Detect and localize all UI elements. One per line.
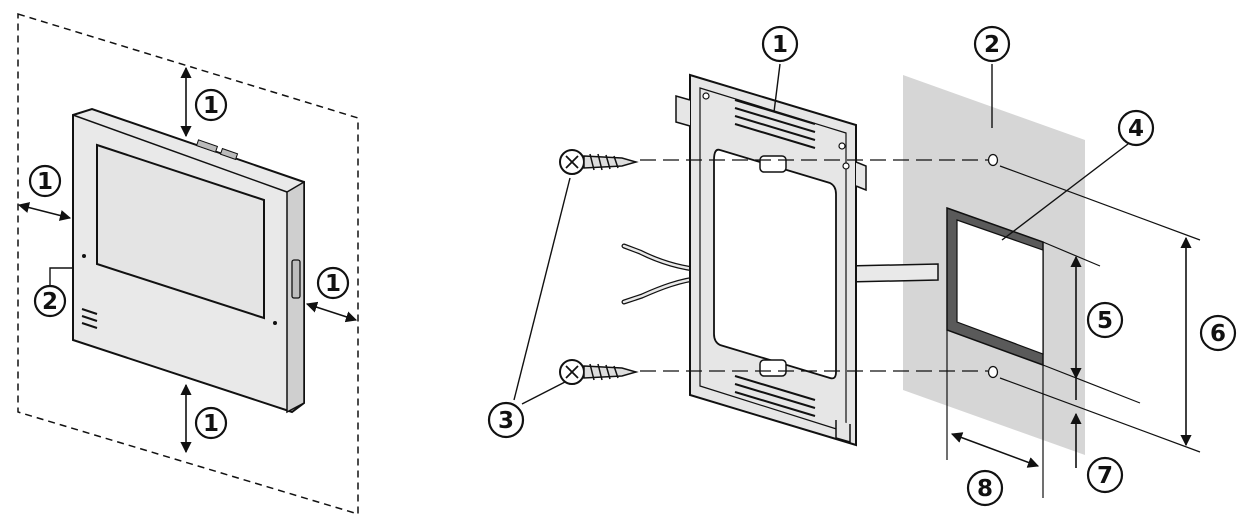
monitor-screen <box>96 143 265 320</box>
clearance-boundary <box>17 12 359 516</box>
svg-text:1: 1 <box>203 93 219 119</box>
callout-left-bottom: 1 <box>194 406 228 440</box>
screw-top <box>559 149 639 175</box>
callout-left-left: 1 <box>28 164 62 198</box>
arrow-right-clearance <box>305 301 358 323</box>
callout-right-hole-spacing: 6 <box>1199 314 1237 352</box>
callout-left-right: 1 <box>316 266 350 300</box>
callout-right-opening-height: 5 <box>1086 301 1124 339</box>
screw-bottom <box>559 359 639 385</box>
svg-text:3: 3 <box>498 408 514 434</box>
svg-text:1: 1 <box>325 271 341 297</box>
svg-text:6: 6 <box>1210 321 1226 347</box>
callout-right-opening-width: 8 <box>966 469 1004 507</box>
svg-text:2: 2 <box>984 32 1000 58</box>
callout-left-top: 1 <box>194 88 228 122</box>
callout-left-device: 2 <box>33 284 67 318</box>
svg-text:4: 4 <box>1128 116 1144 142</box>
callout-right-opening: 4 <box>1117 109 1155 147</box>
svg-text:7: 7 <box>1097 463 1113 489</box>
wall-hole-bottom <box>987 365 999 379</box>
svg-text:1: 1 <box>37 169 53 195</box>
svg-text:5: 5 <box>1097 308 1113 334</box>
mounting-bracket <box>675 73 867 447</box>
callout-right-screws: 3 <box>487 401 525 439</box>
monitor-device <box>72 107 305 414</box>
svg-text:8: 8 <box>977 476 993 502</box>
arrow-left-clearance <box>17 202 72 221</box>
svg-text:1: 1 <box>203 411 219 437</box>
right-figure: 1 2 3 4 5 6 7 8 <box>487 25 1237 507</box>
svg-text:2: 2 <box>42 289 58 315</box>
dimension-opening-width <box>950 432 1040 468</box>
callout-right-wall: 2 <box>973 25 1011 63</box>
callout-right-bracket: 1 <box>761 25 799 63</box>
callout-right-hole-offset: 7 <box>1086 456 1124 494</box>
svg-text:1: 1 <box>772 32 788 58</box>
wall-hole-top <box>987 153 999 167</box>
left-figure: 1 1 1 1 2 <box>17 12 359 516</box>
